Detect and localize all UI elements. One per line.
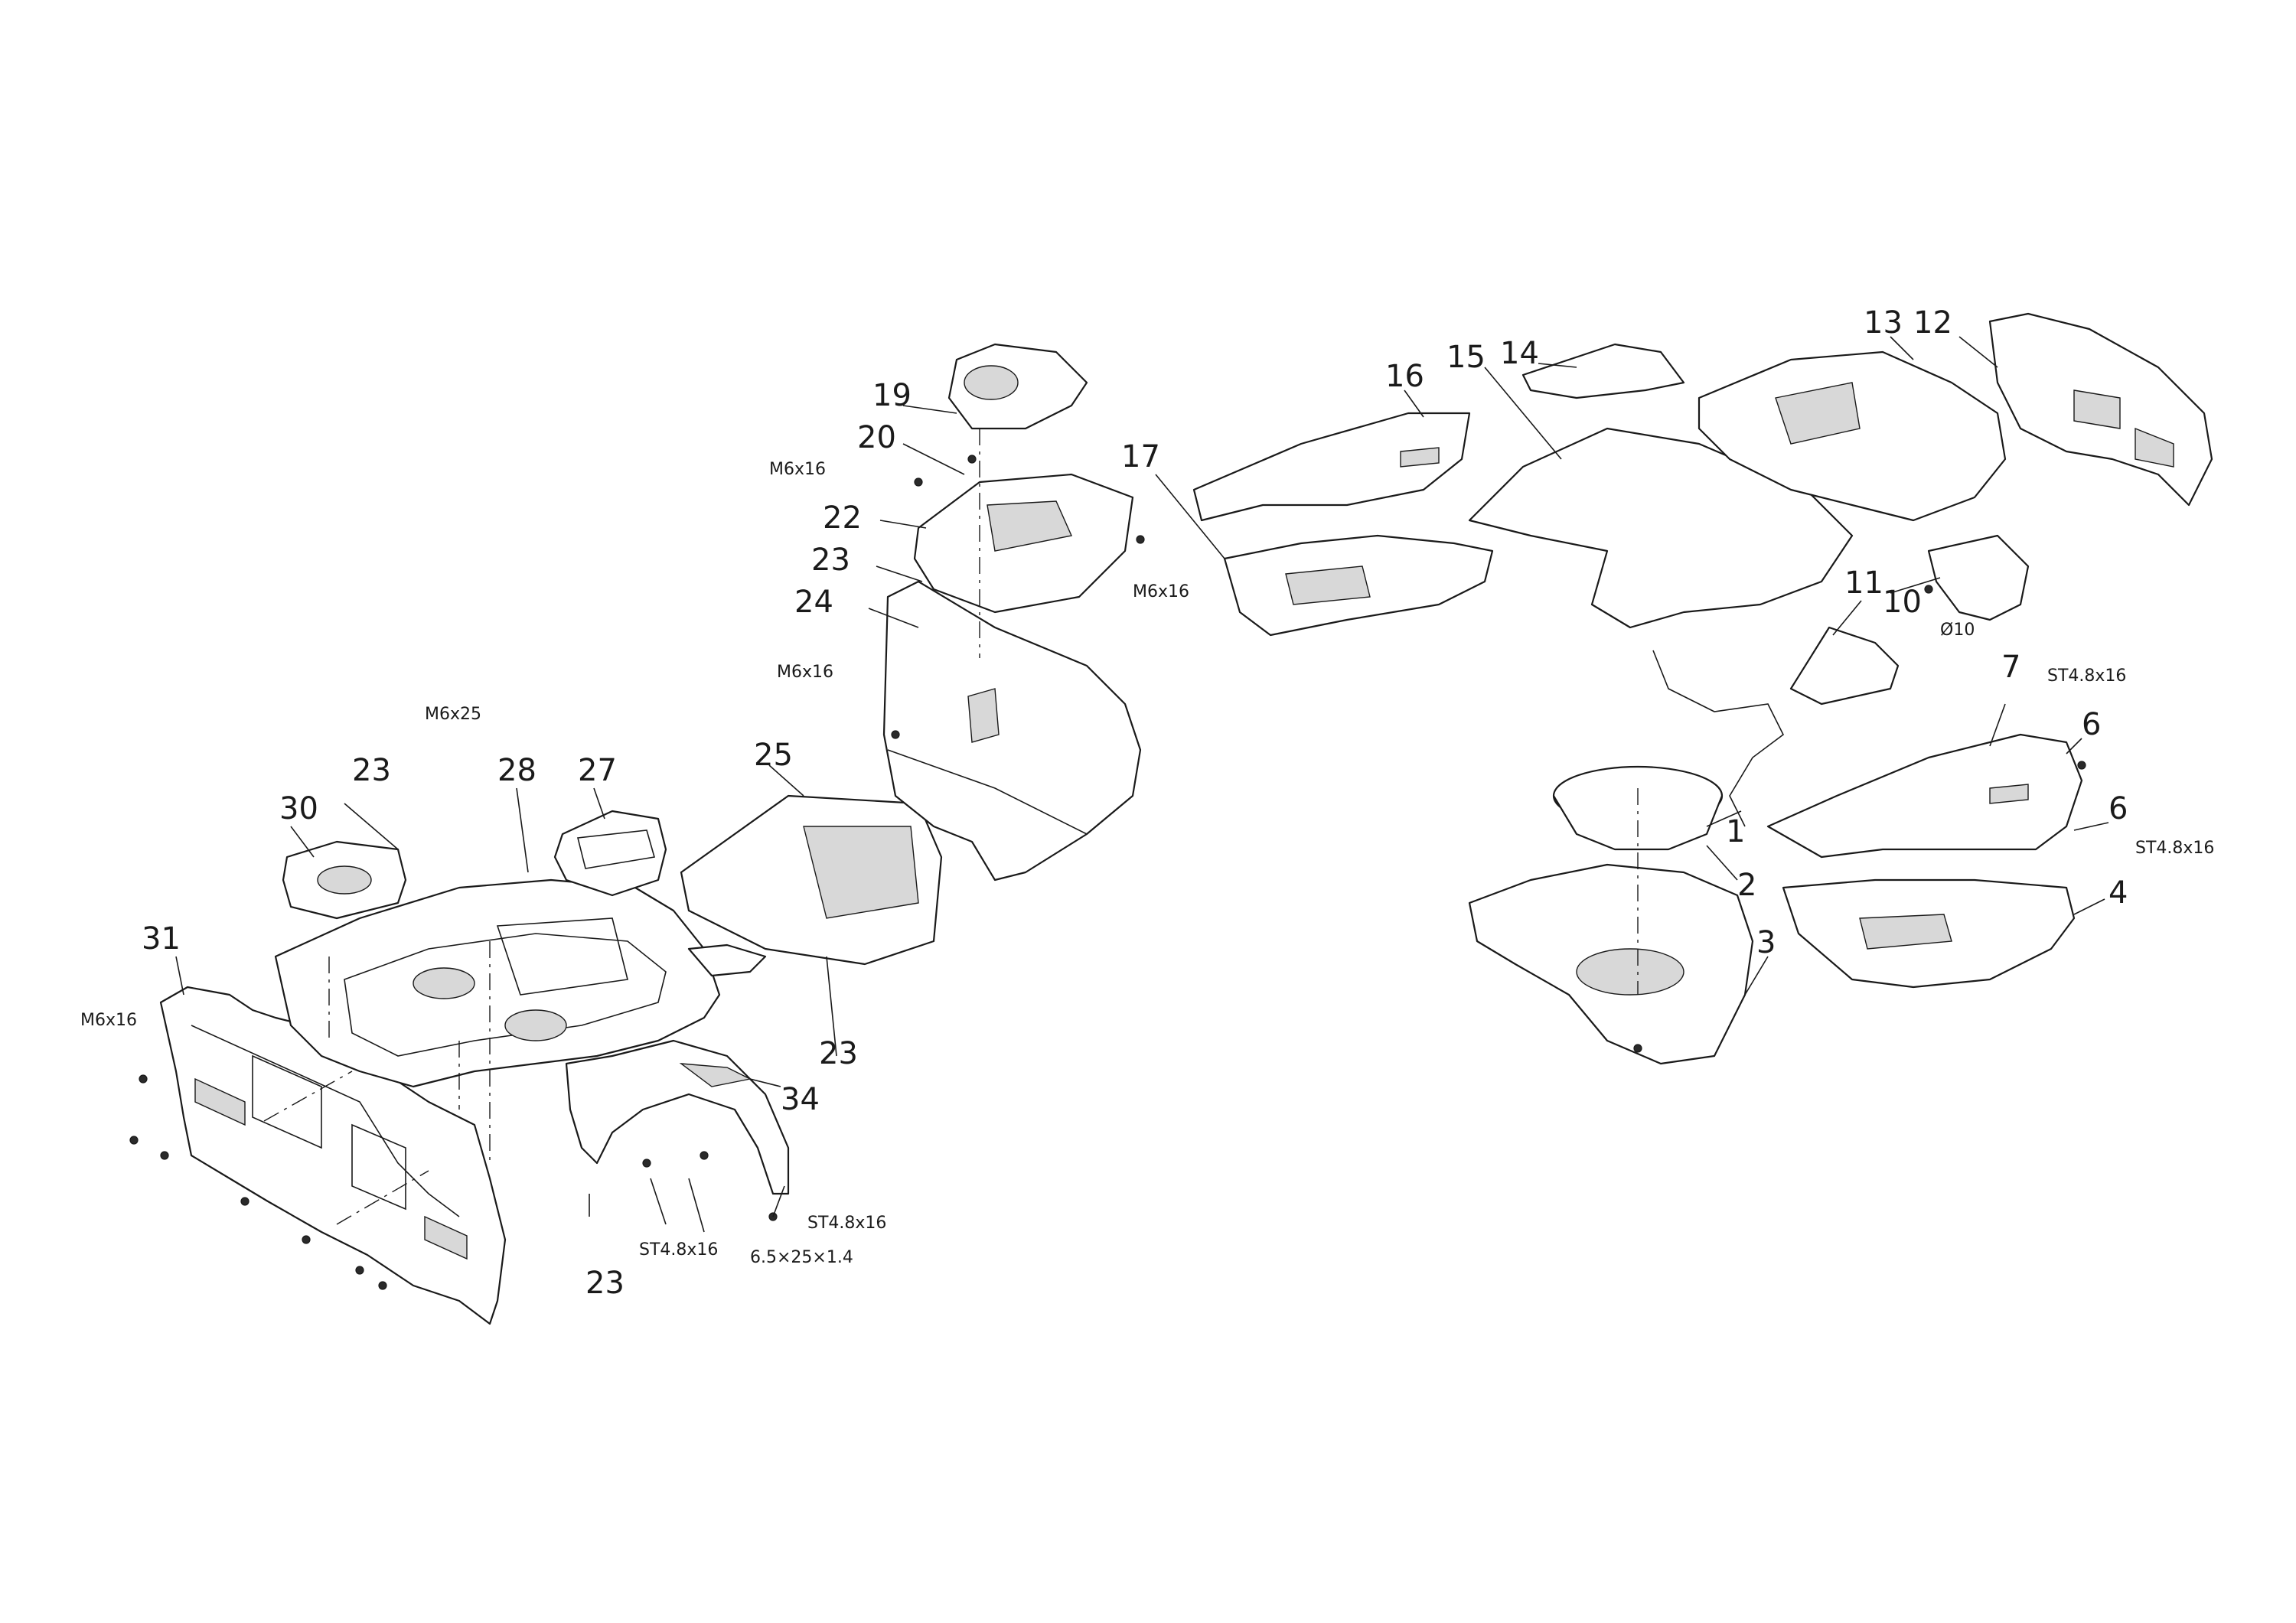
callout-6a: 6 [2082,707,2101,742]
callout-13: 13 [1864,305,1903,341]
spec-m6x16-mid: M6x16 [777,663,833,682]
part-12-bumper [1988,312,2213,507]
callout-3: 3 [1756,925,1776,960]
callout-11: 11 [1844,565,1883,601]
part-10-bracket [1927,534,2030,621]
callout-14: 14 [1500,336,1539,371]
callout-23b: 23 [819,1036,858,1071]
spec-m6x16-right: M6x16 [1133,582,1189,601]
part-22-console-panel [913,473,1134,614]
part-17-footrest-left [1223,534,1494,637]
spec-st4.8x16-b: ST4.8x16 [2135,839,2214,858]
spec-m6x16-top: M6x16 [769,460,826,479]
part-24-front-shroud [882,580,1142,882]
callout-19: 19 [872,378,912,413]
part-11-headlight-cover [1789,626,1900,706]
callout-15: 15 [1446,340,1486,375]
part-25-tank-cover [680,794,943,966]
callout-28: 28 [497,753,536,788]
part-13-front-fender [1698,350,2007,522]
callout-labels: 1 2 3 4 6 6 7 10 11 12 13 14 15 16 17 19… [142,305,2128,1301]
part-4-footrest-right [1782,878,2076,989]
part-19-console-cap [947,343,1088,430]
callout-10: 10 [1883,585,1922,620]
part-30-cup-holder [282,840,407,920]
callout-1: 1 [1726,814,1745,849]
leader-lines [175,336,2109,1233]
callout-20: 20 [857,420,896,455]
part-14-small-panel [1521,343,1685,399]
part-31-rear-panel [159,986,507,1325]
spec-m6x25: M6x25 [425,705,481,724]
part-7-side-panel-right [1766,733,2083,859]
callout-7: 7 [2001,650,2020,685]
callout-24: 24 [794,585,833,620]
callout-6b: 6 [2108,791,2128,826]
callout-22: 22 [823,500,862,536]
callout-12: 12 [1913,305,1952,341]
fastener-symbols [129,455,2086,1290]
callout-31: 31 [142,921,181,957]
spec-st4.8x16-d: ST4.8x16 [639,1240,718,1260]
callout-23a: 23 [811,543,850,578]
callout-4: 4 [2108,875,2128,911]
callout-23d: 23 [585,1266,625,1301]
part-34-rear-fender [565,943,790,1195]
callout-25: 25 [754,738,793,773]
callout-34: 34 [781,1082,820,1117]
spec-dia10: Ø10 [1940,621,1975,640]
callout-16: 16 [1385,359,1424,394]
spec-washer: 6.5×25×1.4 [750,1248,853,1267]
callout-30: 30 [279,791,318,826]
part-3-tray [1468,863,1754,1065]
callout-17: 17 [1121,439,1160,474]
cable [1652,650,1785,827]
callout-27: 27 [578,753,617,788]
spec-st4.8x16-a: ST4.8x16 [2047,666,2126,686]
assembly-axes [263,429,1639,1225]
callout-2: 2 [1737,868,1756,903]
part-29-rear-deck [274,878,721,1088]
fastener-labels: M6x16 M6x16 M6x16 M6x16 M6x25 ST4.8x16 S… [80,460,2214,1267]
spec-st4.8x16-c: ST4.8x16 [807,1214,886,1233]
part-27-storage-box [553,810,667,897]
part-16-side-panel-left [1192,412,1471,522]
spec-m6x16-left: M6x16 [80,1011,137,1030]
callout-23c: 23 [352,753,391,788]
part-15-front-rack [1468,427,1854,629]
